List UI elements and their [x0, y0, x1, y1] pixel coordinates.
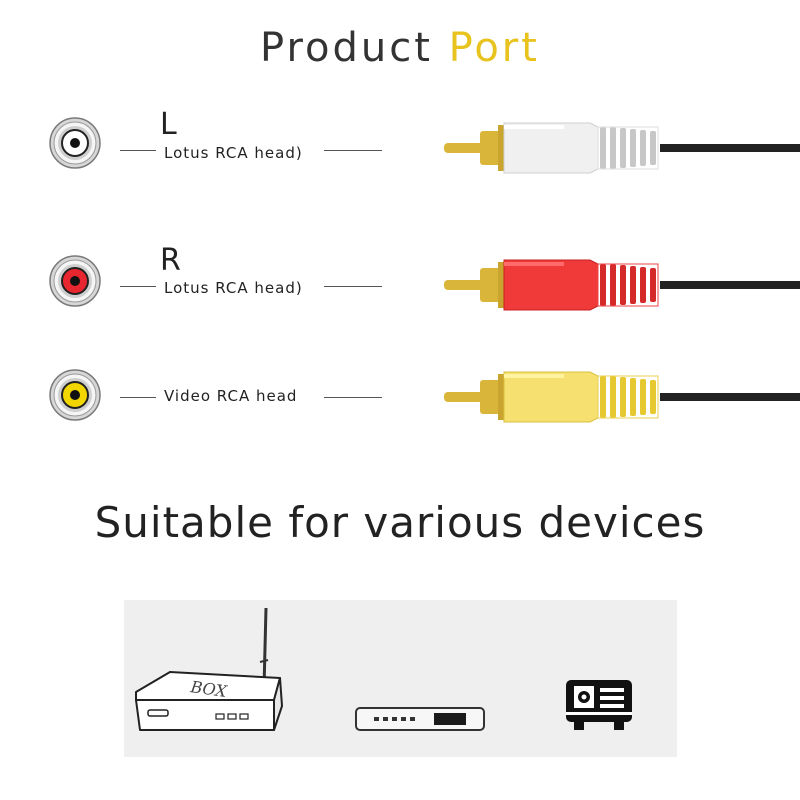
leader-line	[324, 397, 382, 398]
page-title: Product Port	[0, 22, 800, 74]
leader-line	[324, 150, 382, 151]
port-description-left: Lotus RCA head)	[164, 144, 303, 162]
leader-line	[120, 150, 156, 151]
rca-jack-left-icon	[49, 117, 101, 169]
port-description-video: Video RCA head	[164, 387, 298, 405]
rca-plug-yellow-icon	[444, 371, 800, 423]
port-row-left-audio: L Lotus RCA head)	[0, 88, 800, 198]
rca-plug-red-icon	[444, 259, 800, 311]
leader-line	[120, 397, 156, 398]
port-letter-left: L	[160, 107, 177, 142]
port-letter-right: R	[160, 243, 181, 278]
tv-box-icon: BOX	[135, 607, 283, 731]
port-description-right: Lotus RCA head)	[164, 279, 303, 297]
devices-heading: Suitable for various devices	[94, 498, 706, 547]
leader-line	[324, 286, 382, 287]
rca-jack-right-icon	[49, 255, 101, 307]
title-product: Product	[260, 25, 433, 71]
port-row-right-audio: R Lotus RCA head)	[0, 228, 800, 338]
port-row-video: Video RCA head	[0, 340, 800, 450]
rca-plug-white-icon	[444, 122, 800, 174]
dvd-player-icon	[355, 707, 485, 731]
projector-icon	[566, 680, 632, 730]
devices-panel: BOX	[124, 600, 677, 757]
rca-jack-video-icon	[49, 369, 101, 421]
title-port: Port	[448, 25, 540, 71]
leader-line	[120, 286, 156, 287]
